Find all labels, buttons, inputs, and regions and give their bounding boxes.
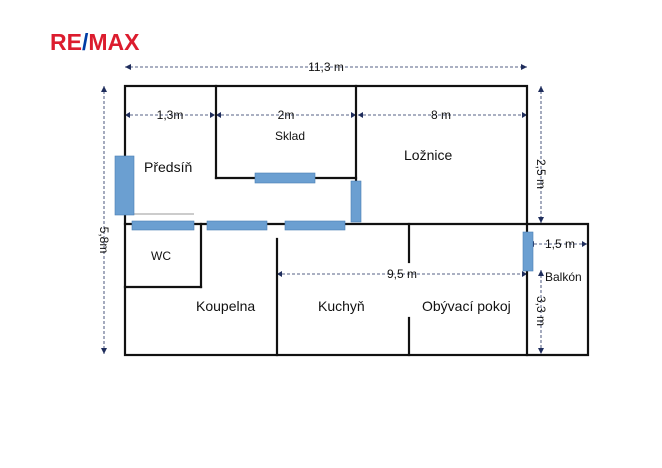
room-label-sklad: Sklad — [275, 129, 305, 143]
arrow-left — [125, 64, 131, 70]
room-label-predsin: Předsíň — [144, 159, 192, 175]
dim-label-balkon: 1,5 m — [545, 237, 575, 251]
dim-label-total-height: 5,8m — [97, 227, 111, 254]
door-koupelna — [206, 220, 268, 231]
outer-wall — [123, 84, 529, 357]
door-entrance — [114, 155, 135, 216]
dim-label-living: 9,5 m — [387, 267, 417, 281]
arrow-right — [521, 64, 527, 70]
dim-label-total-width: 11,3 m — [308, 60, 344, 74]
door-kuchyn — [284, 220, 346, 231]
dim-label-balkon-depth: 3,3 m — [534, 296, 548, 326]
doors — [114, 155, 534, 272]
room-labels: Předsíň Sklad Ložnice WC Koupelna Kuchyň… — [144, 129, 582, 314]
dimension-lines — [101, 64, 587, 354]
room-label-balkon: Balkón — [545, 270, 582, 284]
door-balkon — [522, 231, 534, 272]
dim-label-loznice-depth: 2,5 m — [534, 159, 548, 189]
remax-logo: RE/MAX — [50, 29, 140, 55]
logo-left: RE — [50, 29, 82, 55]
arrow-up — [101, 86, 107, 92]
dim-label-loznice: 8 m — [431, 108, 451, 122]
door-sklad — [254, 172, 316, 184]
room-label-kuchyn: Kuchyň — [318, 298, 365, 314]
room-label-koupelna: Koupelna — [196, 298, 255, 314]
dim-label-predsin: 1,3m — [157, 108, 184, 122]
room-label-obyvaci-pokoj: Obývací pokoj — [422, 298, 511, 314]
svg-text:RE/MAX: RE/MAX — [50, 29, 140, 55]
door-loznice — [350, 180, 362, 223]
balkon-wall — [525, 222, 590, 357]
dim-label-sklad: 2m — [278, 108, 295, 122]
door-wc — [131, 220, 195, 231]
dimension-labels: 11,3 m 5,8m 1,3m 2m 8 m 2,5 m 9,5 m 1,5 … — [97, 60, 575, 326]
room-label-wc: WC — [151, 249, 171, 263]
logo-slash: / — [82, 29, 89, 55]
room-label-loznice: Ložnice — [404, 147, 452, 163]
arrow-down — [101, 348, 107, 354]
logo-right: MAX — [88, 29, 140, 55]
